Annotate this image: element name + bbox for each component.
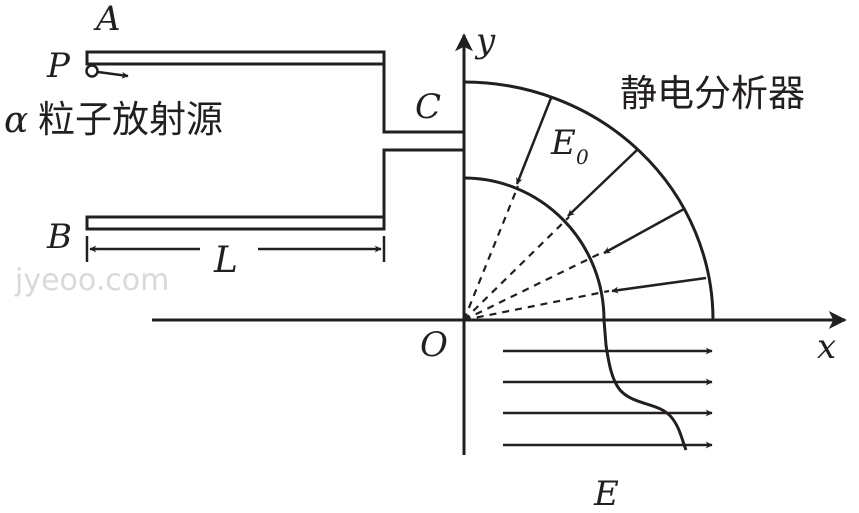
label-o: O xyxy=(420,325,448,365)
label-e0-subscript: 0 xyxy=(576,145,589,169)
label-alpha: α xyxy=(4,100,28,141)
particle-source-p xyxy=(85,64,129,79)
label-a: A xyxy=(93,0,121,39)
label-p: P xyxy=(46,46,71,86)
radial-dashed-lines xyxy=(462,185,610,322)
origin-point xyxy=(463,315,469,321)
plate-a xyxy=(85,50,386,66)
label-y: y xyxy=(474,21,496,61)
channel-c xyxy=(382,64,464,217)
analyzer-outer-arc xyxy=(463,80,715,321)
watermark-text: jyeoo.com xyxy=(14,263,169,298)
label-l: L xyxy=(213,240,238,281)
label-particle-source: 粒子放射源 xyxy=(38,98,223,141)
field-boundary-curve xyxy=(602,319,688,451)
label-b: B xyxy=(46,217,72,257)
label-e0: E xyxy=(550,123,576,163)
label-c: C xyxy=(415,87,441,127)
length-l-dimension xyxy=(85,236,386,262)
e0-field-arrows xyxy=(515,97,707,294)
plate-b xyxy=(85,215,386,231)
analyzer-inner-arc xyxy=(463,176,606,321)
label-x: x xyxy=(817,327,836,367)
label-analyzer: 静电分析器 xyxy=(620,72,805,115)
label-e: E xyxy=(593,474,619,513)
